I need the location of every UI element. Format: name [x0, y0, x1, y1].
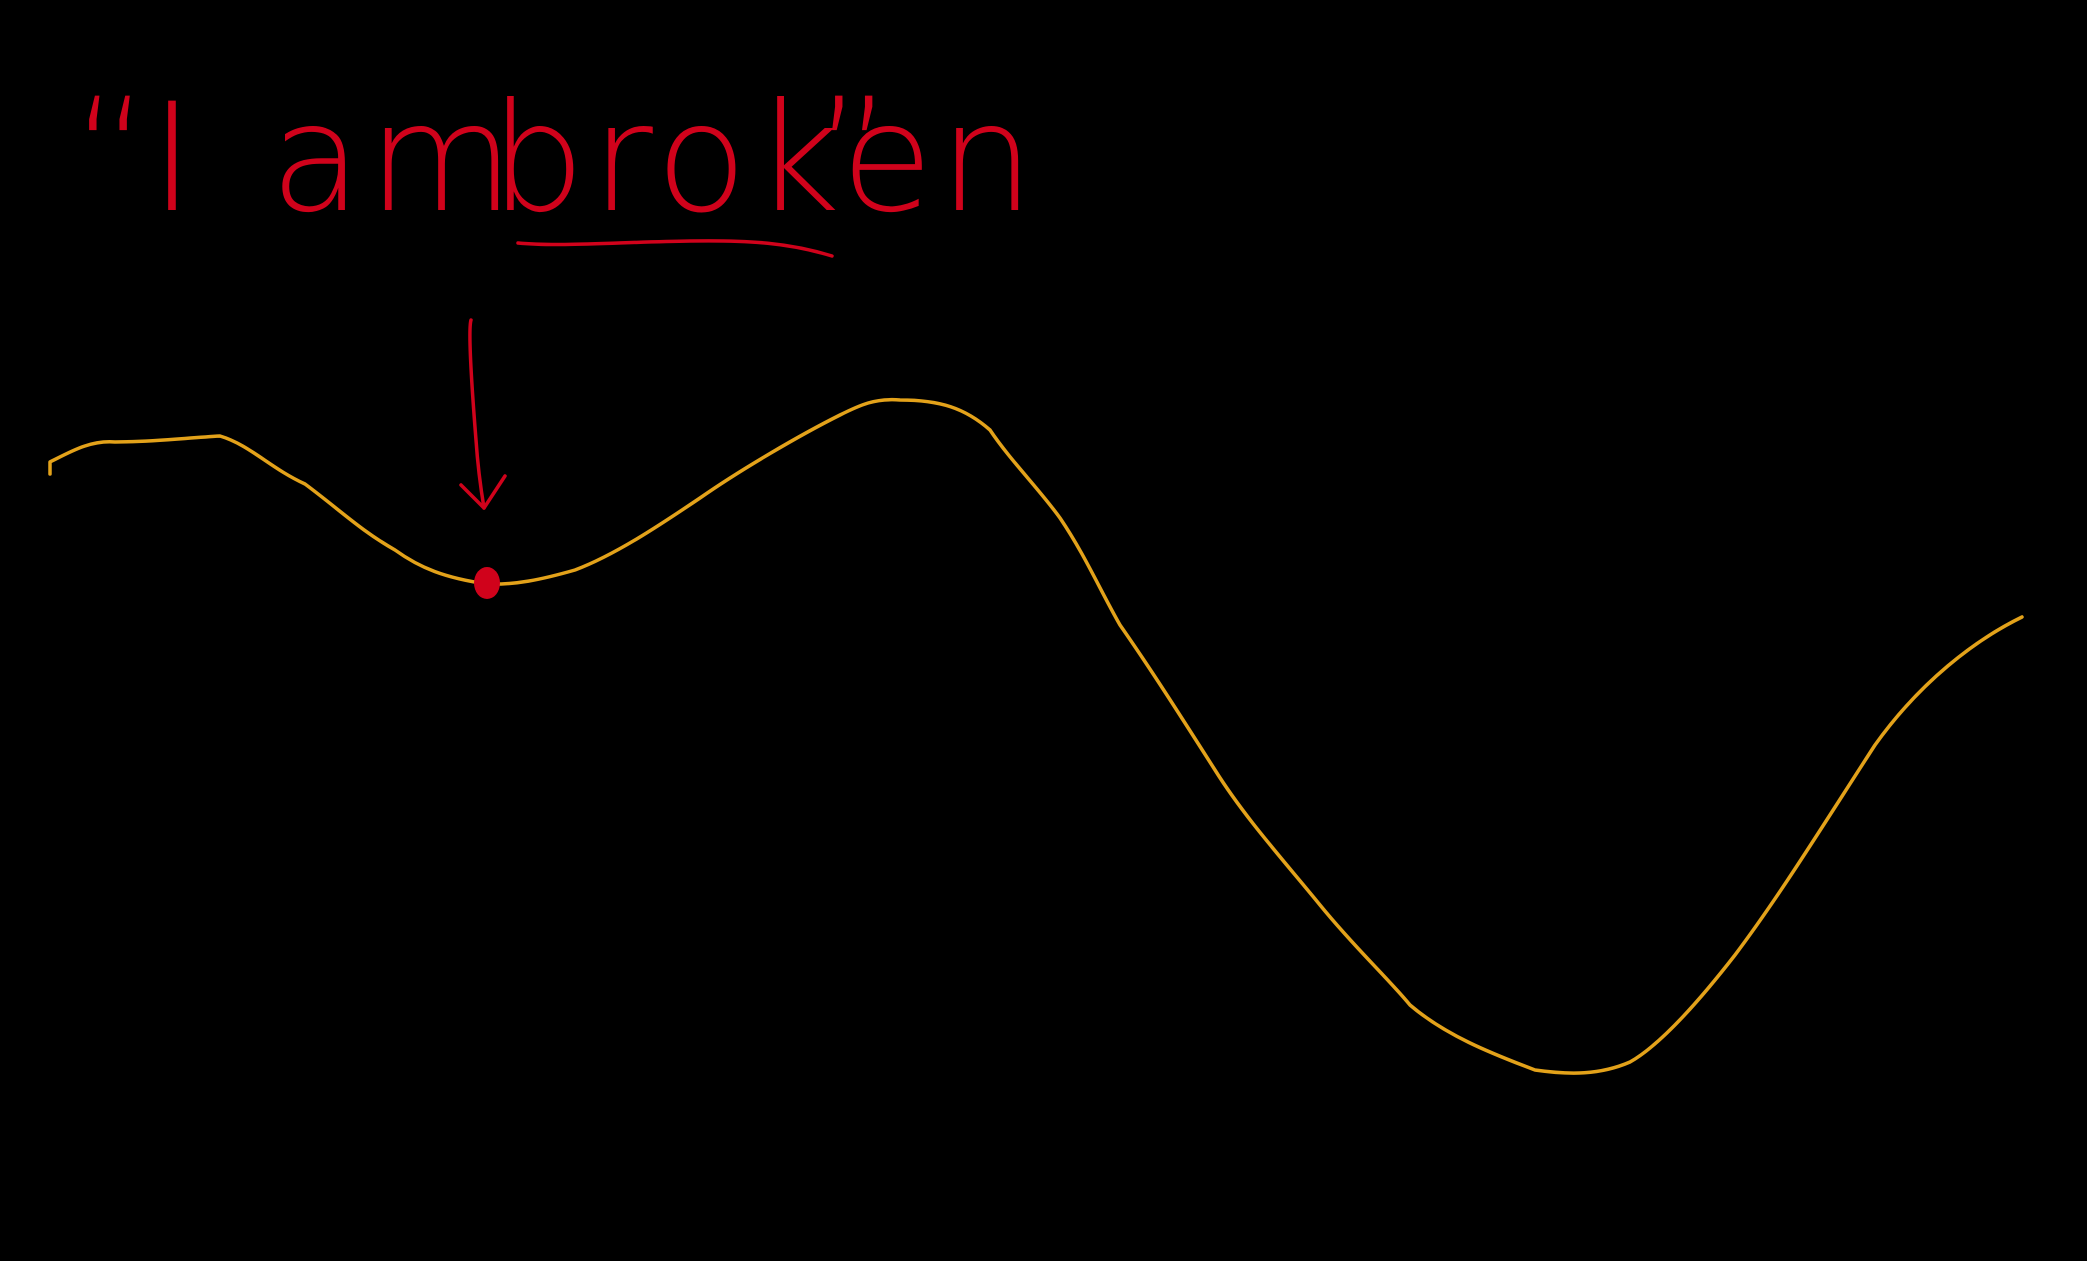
quote-open-mark: “: [72, 67, 156, 241]
arrow-shaft: [468, 318, 486, 510]
emphasis-underline: [516, 239, 834, 258]
arrow-head: [459, 474, 507, 510]
word-am: am: [270, 72, 520, 246]
word-i: I: [150, 72, 200, 246]
quote-close-mark: ”: [815, 67, 899, 241]
arrow-down-icon: [459, 318, 507, 510]
annotation-text: “ I am broken ”: [72, 67, 1040, 246]
word-broken: broken: [490, 72, 1040, 246]
point-marker: [474, 567, 500, 599]
landscape-curve: [48, 397, 2024, 1075]
